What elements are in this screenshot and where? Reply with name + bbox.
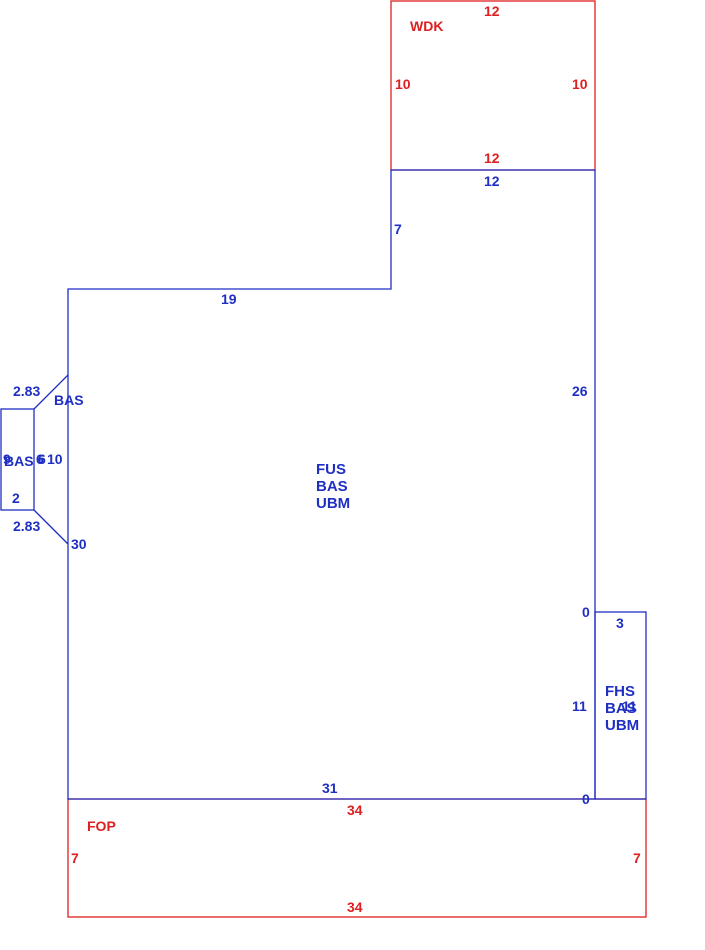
fhs-code-3: UBM	[605, 717, 639, 734]
fhs-top-dim: 3	[616, 615, 624, 631]
bay-label: BAS	[54, 392, 84, 408]
main-living-area: 12 7 19 26 30 31 FUS BAS UBM	[67, 169, 596, 800]
bay-front-b-dim: 6	[36, 451, 44, 467]
bay-side-dim-2: 10	[47, 451, 63, 467]
fhs-code-2: BAS	[605, 700, 637, 717]
fop-area: FOP 34 7 7 34	[67, 798, 647, 918]
main-outline	[67, 169, 596, 800]
bay-diag-bottom-dim: 2.83	[13, 518, 40, 534]
fop-right-dim: 7	[633, 850, 641, 866]
fhs-right-dim: 11	[622, 698, 637, 714]
main-step-left-dim: 7	[394, 221, 402, 237]
fop-bottom-dim: 34	[347, 899, 363, 915]
bay-diag-bottom	[33, 509, 69, 545]
fop-label: FOP	[87, 818, 116, 834]
bay-inner-label: BAS	[4, 453, 34, 469]
fhs-bottom-zero-dim: 0	[582, 791, 590, 807]
main-left-side-dim: 30	[71, 536, 87, 552]
wdk-bottom-dim: 12	[484, 150, 500, 166]
fop-left-dim: 7	[71, 850, 79, 866]
fhs-outline	[594, 611, 647, 800]
main-right-side-dim: 26	[572, 383, 588, 399]
wdk-area: WDK 12 10 10 12	[390, 0, 596, 171]
main-top-step-dim: 12	[484, 173, 500, 189]
bay-front-a-dim: 9	[3, 451, 11, 467]
fhs-code-1: FHS	[605, 683, 635, 700]
bay-area: BAS 2.83 2.83 9 BAS 6 6 10 2	[0, 374, 84, 545]
wdk-left-dim: 10	[395, 76, 411, 92]
bay-box	[0, 408, 35, 511]
main-code-1: FUS	[316, 461, 346, 478]
bay-diag-top	[33, 374, 69, 410]
fhs-left-dim: 11	[572, 698, 587, 714]
bay-bottom-dim: 2	[12, 490, 20, 506]
wdk-top-dim: 12	[484, 3, 500, 19]
wdk-right-dim: 10	[572, 76, 588, 92]
wdk-label: WDK	[410, 18, 443, 34]
fhs-area: 0 3 11 11 0 FHS BAS UBM	[572, 604, 647, 807]
main-code-3: UBM	[316, 495, 350, 512]
main-code-2: BAS	[316, 478, 348, 495]
bay-diag-top-dim: 2.83	[13, 383, 40, 399]
fhs-top-zero-dim: 0	[582, 604, 590, 620]
fop-top-dim: 34	[347, 802, 363, 818]
main-left-top-dim: 19	[221, 291, 237, 307]
bay-side-dim-1: 6	[38, 451, 46, 467]
main-bottom-dim: 31	[322, 780, 338, 796]
